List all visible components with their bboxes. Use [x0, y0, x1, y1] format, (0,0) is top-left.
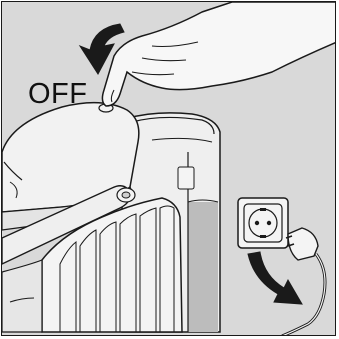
instruction-illustration	[2, 2, 336, 336]
wall-socket-icon	[238, 198, 288, 248]
off-label: OFF	[28, 80, 88, 109]
illustration-frame: OFF	[1, 1, 336, 336]
